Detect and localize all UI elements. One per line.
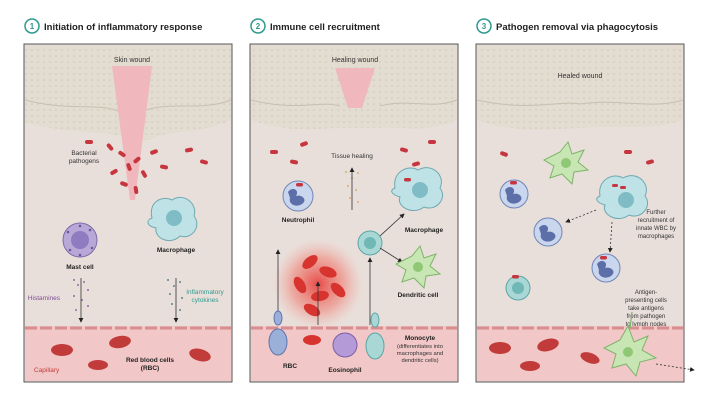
monocyte-center xyxy=(357,230,383,256)
monocyte-label-line4: dendritic cells) xyxy=(401,358,438,364)
skin-layer-3 xyxy=(477,45,683,130)
dendritic-cell-3a xyxy=(542,140,590,186)
capillary-3 xyxy=(477,326,683,381)
step-1-badge xyxy=(24,18,40,34)
macrophage-2 xyxy=(391,167,444,211)
monocyte-3 xyxy=(505,275,531,301)
cytokines-label-line2: cytokines xyxy=(191,297,219,304)
healing-wound xyxy=(335,68,375,108)
panel-3-heading: 3 Pathogen removal via phagocytosis xyxy=(476,18,658,34)
monocyte-label-line3: macrophages and xyxy=(397,351,443,357)
rbc-label-line1: Red blood cells xyxy=(126,357,174,364)
bacteria-label-line1: Bacterial xyxy=(71,150,97,157)
recruit-label-line3: innate WBC by xyxy=(636,226,676,232)
wound-label-1: Skin wound xyxy=(114,57,150,64)
step-3-badge xyxy=(476,18,492,34)
rbc-label-2: RBC xyxy=(283,363,297,370)
mast-cell xyxy=(62,222,98,258)
rbc-group-1 xyxy=(51,335,211,370)
step-1-number: 1 xyxy=(30,22,35,31)
panel-1-title: Initiation of inflammatory response xyxy=(44,22,202,33)
macrophage-label-1: Macrophage xyxy=(157,247,196,254)
recruit-label-line2: recruitment of xyxy=(638,218,675,224)
rbc-label-line2: (RBC) xyxy=(141,365,159,372)
neutrophil-3a xyxy=(499,179,529,209)
wound-label-2: Healing wound xyxy=(332,57,378,64)
bacteria-group-3 xyxy=(500,150,654,165)
rbc-group-3 xyxy=(489,338,600,371)
apc-label-line1: Antigen- xyxy=(635,290,657,296)
lymph-arrow xyxy=(655,363,695,372)
histamines-label: Histamines xyxy=(28,295,61,302)
bacteria-label-line2: pathogens xyxy=(69,158,100,165)
bacteria-group-1 xyxy=(85,140,208,194)
recruit-label-line4: macrophages xyxy=(638,234,674,240)
skin-wound xyxy=(112,66,152,200)
dendritic-cell-2 xyxy=(394,244,442,290)
bacteria-group-2 xyxy=(270,140,436,167)
panel-2-heading: 2 Immune cell recruitment xyxy=(250,18,381,34)
monocyte-label-line2: (differentiates into xyxy=(397,344,443,350)
panel-2-title: Immune cell recruitment xyxy=(270,22,381,33)
histamine-dots xyxy=(73,279,89,311)
cytokines-label-line1: Inflammatory xyxy=(186,289,224,296)
neutrophil-3c xyxy=(591,253,621,283)
panel-3: Healed wound Further recruitment of inn xyxy=(475,43,695,383)
macrophage-label-2: Macrophage xyxy=(405,227,444,234)
panel-2: Healing wound Tissue healing Neutrophil xyxy=(249,43,459,383)
tissue-dots xyxy=(345,171,359,203)
neutrophil-2 xyxy=(282,180,314,212)
step-2-badge xyxy=(250,18,266,34)
neutrophil-3b xyxy=(533,217,563,247)
monocyte-label-line1: Monocyte xyxy=(405,335,436,342)
mast-cell-label: Mast cell xyxy=(66,264,94,271)
dendritic-cell-3b xyxy=(602,311,658,378)
apc-label-line2: presenting cells xyxy=(625,298,667,304)
cytokine-dots xyxy=(167,279,183,311)
apc-label-line3: take antigens xyxy=(628,306,664,312)
panel-1: Skin wound Bacterial pathogens xyxy=(23,43,233,383)
rbc-group-glow xyxy=(293,255,346,317)
macrophage-3 xyxy=(596,175,649,219)
wound-label-3: Healed wound xyxy=(558,73,603,80)
step-3-number: 3 xyxy=(482,22,487,31)
extravasating-cells xyxy=(268,310,385,360)
tissue-healing-label: Tissue healing xyxy=(331,153,373,160)
apc-label-line4: from pathogen xyxy=(627,314,666,320)
dendritic-label: Dendritic cell xyxy=(398,292,439,299)
recruit-label-line1: Further xyxy=(646,210,665,216)
neutrophil-label: Neutrophil xyxy=(282,217,315,224)
panel-3-title: Pathogen removal via phagocytosis xyxy=(496,22,658,33)
eosinophil-label: Eosinophil xyxy=(328,367,361,374)
macrophage-1 xyxy=(147,196,198,241)
apc-label-line5: to lymph nodes xyxy=(626,322,667,328)
panel-1-heading: 1 Initiation of inflammatory response xyxy=(24,18,202,34)
capillary-label: Capillary xyxy=(34,367,60,374)
step-2-number: 2 xyxy=(256,22,261,31)
